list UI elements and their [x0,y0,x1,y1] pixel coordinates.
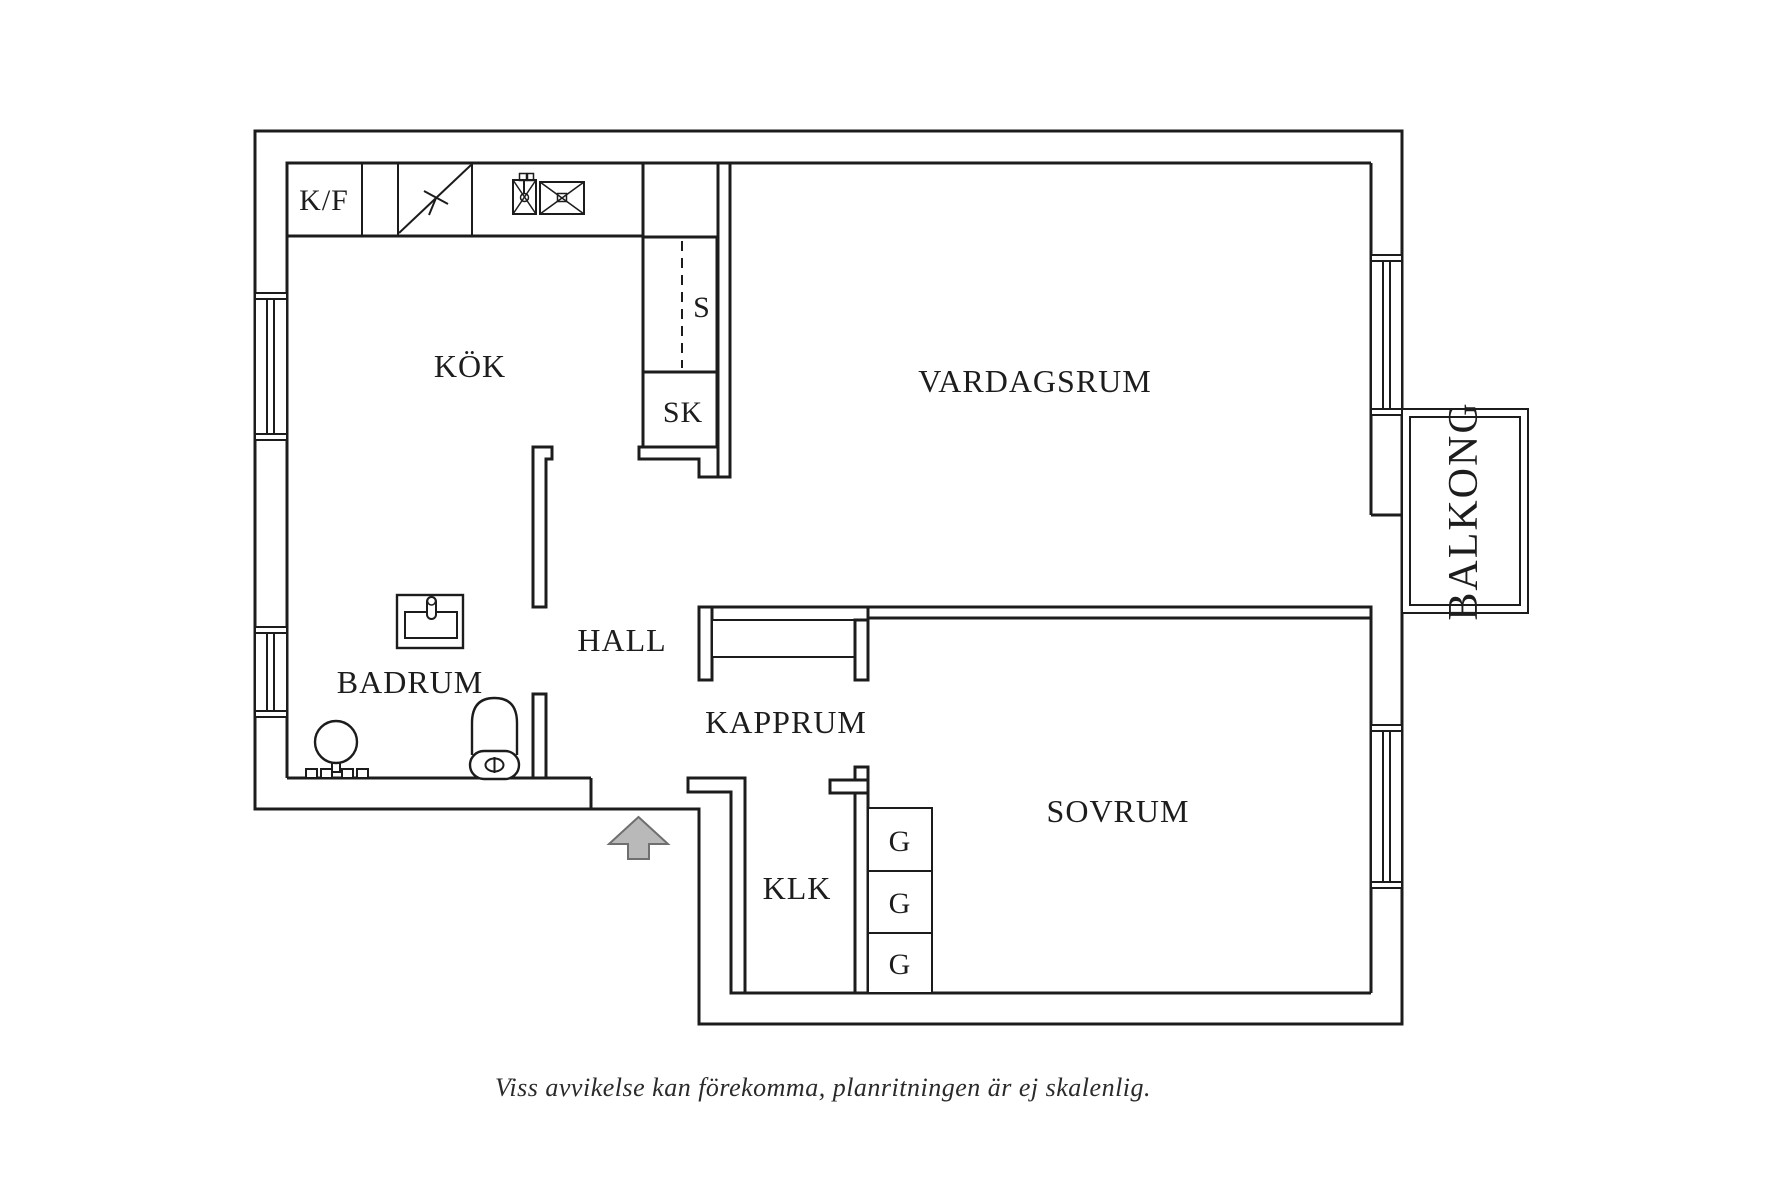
coat-rail-icon [697,605,870,682]
klk-west-wall [686,776,747,995]
kitchen-east-wall [531,445,554,609]
kitchen-window-icon [254,292,288,441]
cloakroom-label: KAPPRUM [705,704,867,740]
disclaimer-caption: Viss avvikelse kan förekomma, planritnin… [495,1073,1151,1102]
entrance-arrow-icon [606,815,671,860]
counter-dividers [361,163,473,236]
bedroom-label: SOVRUM [1047,793,1190,829]
bathroom-label: BADRUM [337,664,483,700]
outer-boundary [253,129,1404,1026]
windows [254,254,1403,889]
wardrobe-box-3 [867,932,933,994]
closet-column: S SK [641,235,719,449]
wardrobe-label-2: G [889,887,912,920]
wardrobe-label-3: G [889,948,912,981]
toilet-icon [468,696,521,781]
sink-icon [512,172,585,215]
living-room-window-icon [1370,254,1403,416]
fridge-freezer-label: K/F [299,184,349,217]
bathroom-east-wall [531,692,548,780]
hall-label: HALL [577,622,666,658]
bathroom-window-icon [254,626,288,718]
room-labels: KÖK VARDAGSRUM HALL BADRUM KAPPRUM SOVRU… [337,348,1190,906]
pedestal-sink-icon [305,719,369,779]
living-room-label: VARDAGSRUM [918,363,1151,399]
closet-s-label: S [693,291,711,324]
stove-icon [398,164,472,234]
bedroom-window-icon [1370,724,1403,889]
balcony: BALKONG [1401,401,1529,621]
closet-sk-label: SK [663,396,703,429]
living-bedroom-divider-wall [866,605,1373,620]
interior-walls [531,161,1373,995]
living-room-west-wall [716,161,732,479]
wardrobes: G G G [867,807,933,994]
wardrobe-box-2 [867,870,933,934]
balcony-label: BALKONG [1441,401,1487,620]
bathroom-fixtures [305,593,521,781]
bedroom-west-wall [853,765,870,995]
kitchen-counter: K/F [285,161,645,238]
balcony-inner-rail [1409,416,1521,606]
washbasin-icon [395,593,465,650]
closet-step-wall [637,445,720,479]
wardrobe-label-1: G [889,825,912,858]
walk-in-closet-label: KLK [763,870,832,906]
bedroom-west-wall-cap [828,778,870,795]
kitchen-label: KÖK [434,348,506,384]
